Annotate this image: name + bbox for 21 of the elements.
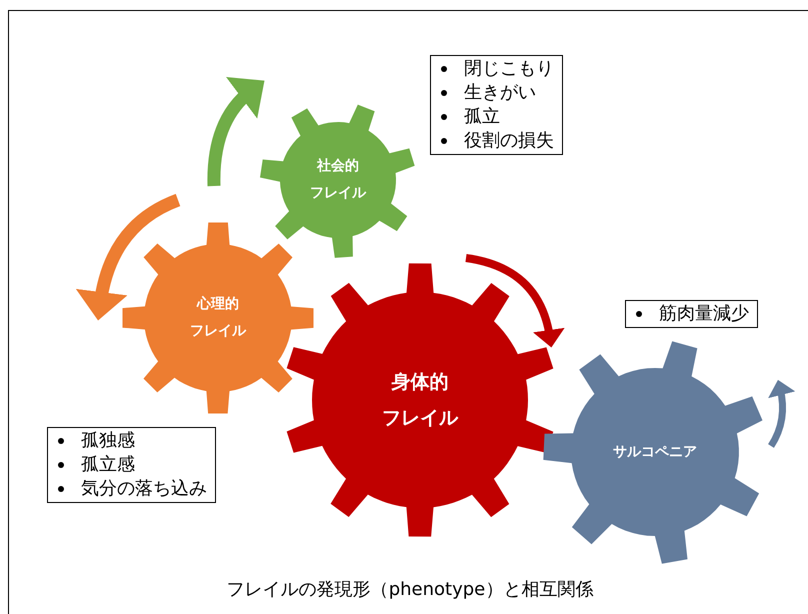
gear-label: フレイル xyxy=(382,406,458,431)
gear-label: サルコペニア xyxy=(613,442,697,462)
list-item: 役割の損失 xyxy=(464,129,554,153)
list-item: 気分の落ち込み xyxy=(81,477,207,501)
list-item: 孤立 xyxy=(464,105,500,129)
gear-label: フレイル xyxy=(190,322,246,341)
list-item: 孤独感 xyxy=(81,429,135,453)
gear-label: フレイル xyxy=(310,184,366,203)
bullet-list-box xyxy=(47,427,216,503)
list-item: 閉じこもり xyxy=(464,57,554,81)
caption: フレイルの発現形（phenotype）と相互関係 xyxy=(226,578,594,602)
list-item: 筋肉量減少 xyxy=(659,302,749,326)
gear-label: 心理的 xyxy=(197,294,239,314)
list-item: 孤立感 xyxy=(81,453,135,477)
gear-label: 社会的 xyxy=(317,157,359,176)
bullet-list-box xyxy=(430,55,563,155)
list-item: 生きがい xyxy=(464,81,536,105)
bullet-list-box xyxy=(625,300,758,328)
gear xyxy=(260,102,416,258)
gear xyxy=(122,222,314,414)
gear-label: 身体的 xyxy=(392,370,448,395)
